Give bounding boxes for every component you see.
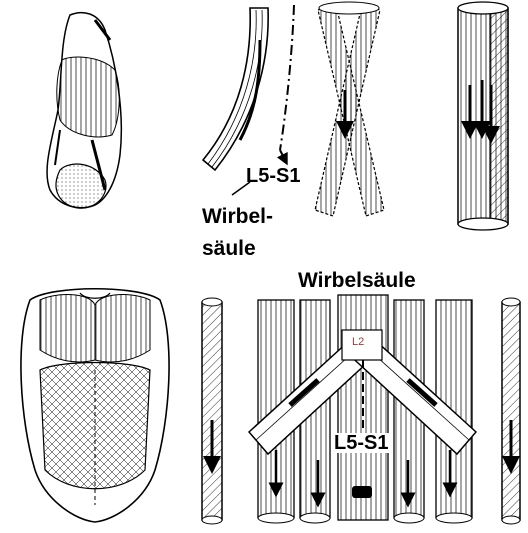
- l5-s1-label-bottom: L5-S1: [332, 433, 390, 453]
- crossed-columns: [315, 2, 384, 216]
- torso-side-view: [47, 13, 121, 209]
- vertical-bar-bottom-right: [502, 298, 520, 524]
- l5-s1-label-top: L5-S1: [246, 166, 300, 186]
- wirbelsaeule-label-line1: Wirbel-: [202, 206, 273, 227]
- wirbelsaeule-label: Wirbelsäule: [298, 270, 416, 291]
- vertical-bar-bottom-left: [202, 298, 222, 524]
- central-column-composite: [249, 295, 476, 523]
- vertical-bars-top-right: [458, 2, 508, 230]
- l2-label: L2: [352, 337, 364, 348]
- wirbelsaeule-label-line2: säule: [202, 238, 256, 259]
- torso-front-view: [21, 289, 169, 522]
